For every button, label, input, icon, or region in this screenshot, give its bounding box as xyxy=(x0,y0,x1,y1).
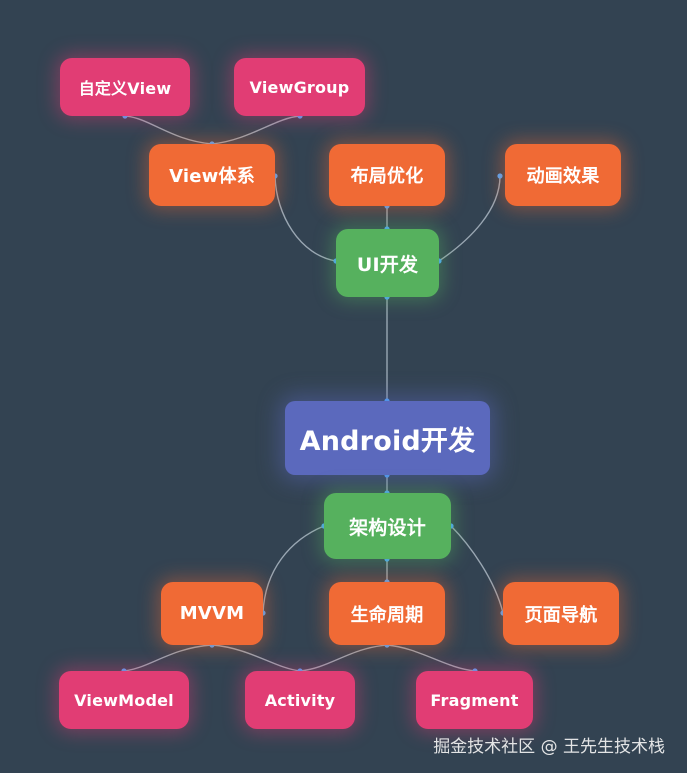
node-custom-view[interactable]: 自定义View xyxy=(60,58,190,116)
node-activity[interactable]: Activity xyxy=(245,671,355,729)
node-ui-development[interactable]: UI开发 xyxy=(336,229,439,297)
node-label: Android开发 xyxy=(299,425,476,457)
node-label: 页面导航 xyxy=(524,604,598,626)
link-arch-nav xyxy=(450,525,504,614)
node-viewgroup[interactable]: ViewGroup xyxy=(234,58,365,116)
node-page-navigation[interactable]: 页面导航 xyxy=(503,582,619,645)
node-label: ViewGroup xyxy=(249,77,350,97)
node-animation-effects[interactable]: 动画效果 xyxy=(505,144,621,206)
node-label: 架构设计 xyxy=(349,516,426,539)
node-label: Fragment xyxy=(430,690,519,710)
node-label: 布局优化 xyxy=(350,166,424,187)
node-root-android-dev[interactable]: Android开发 xyxy=(285,401,490,475)
node-label: 动画效果 xyxy=(526,166,600,187)
node-label: 自定义View xyxy=(78,79,172,98)
watermark-text: 掘金技术社区 @ 王先生技术栈 xyxy=(433,737,665,757)
link-mvvm-activity xyxy=(211,644,301,672)
anchor-dot xyxy=(497,173,503,179)
node-fragment[interactable]: Fragment xyxy=(416,671,533,729)
link-arch-mvvm xyxy=(262,525,325,614)
node-mvvm[interactable]: MVVM xyxy=(161,582,263,645)
link-mvvm-viewmodel xyxy=(123,644,213,672)
link-view-custom xyxy=(124,115,213,145)
node-lifecycle[interactable]: 生命周期 xyxy=(329,582,445,645)
node-label: 生命周期 xyxy=(350,604,424,626)
node-architecture-design[interactable]: 架构设计 xyxy=(324,493,451,559)
node-label: Activity xyxy=(264,690,336,710)
node-label: View体系 xyxy=(169,166,255,187)
link-mvvm-fragment xyxy=(299,644,476,672)
link-view-viewgroup xyxy=(211,115,301,145)
node-label: ViewModel xyxy=(74,690,174,710)
link-ui-view-system xyxy=(274,175,337,262)
node-label: MVVM xyxy=(179,603,245,624)
node-label: UI开发 xyxy=(356,253,419,276)
link-ui-animation xyxy=(438,175,501,262)
node-viewmodel[interactable]: ViewModel xyxy=(59,671,189,729)
node-view-system[interactable]: View体系 xyxy=(149,144,275,206)
node-layout-optimization[interactable]: 布局优化 xyxy=(329,144,445,206)
